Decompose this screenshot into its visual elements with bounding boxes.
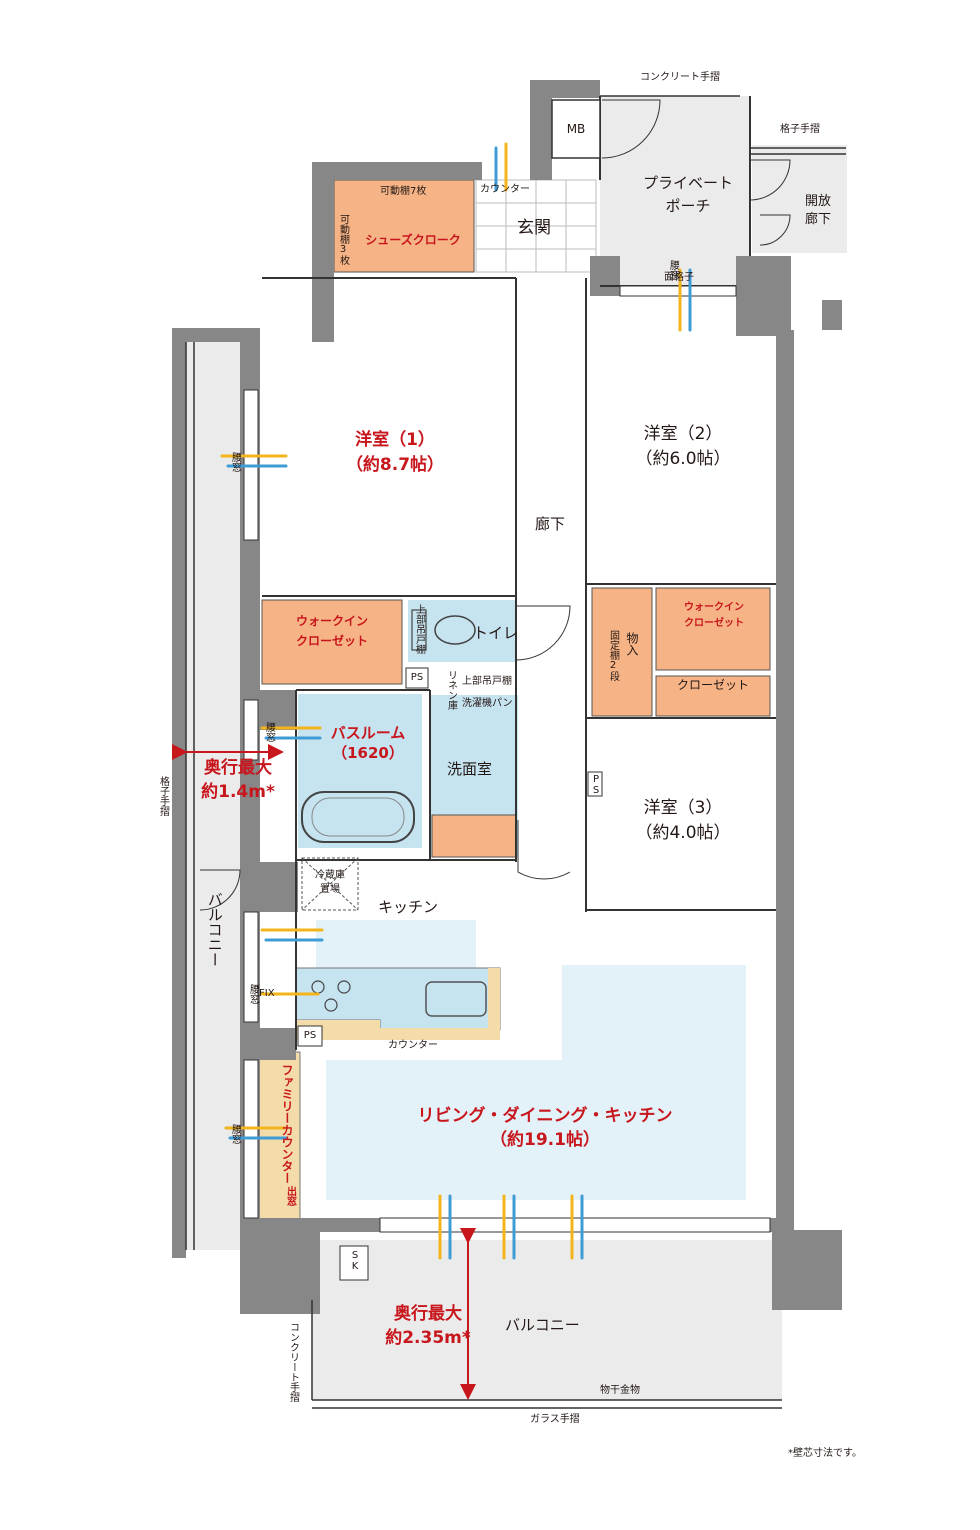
depth-south-line1: 奥行最大 xyxy=(394,1304,462,1324)
mb-box xyxy=(551,99,601,159)
porch-line1: プライベート xyxy=(642,174,733,192)
room-western1-size: （約8.7帖） xyxy=(345,455,445,475)
toilet-tank xyxy=(411,609,427,651)
room-western2-name: 洋室（2） xyxy=(643,424,723,444)
counter-kitchen: カウンター xyxy=(388,1040,438,1051)
closet-label: クローゼット xyxy=(676,678,749,692)
lattice-rail-top: 格子手摺 xyxy=(780,124,820,135)
depth-side-line2: 約1.4m* xyxy=(201,782,275,802)
private-porch-area xyxy=(600,96,750,286)
sk-box xyxy=(339,1245,369,1281)
washer-pan: 洗濯機パン xyxy=(462,698,513,709)
bathroom-floor xyxy=(298,694,422,848)
lattice-rail-left: 格子手摺 xyxy=(157,776,169,816)
wic2 xyxy=(655,587,771,671)
bathtub-inner xyxy=(311,797,405,837)
waist-window-left1: 腰窓 xyxy=(229,452,241,472)
fridge-space xyxy=(301,857,359,911)
wic1-line1: ウォークイン xyxy=(295,614,368,628)
interior-walls xyxy=(262,96,776,1050)
ldk-floor xyxy=(326,1060,746,1200)
linen: リネン庫 xyxy=(445,670,457,710)
wic2-line1: ウォークイン xyxy=(684,602,744,613)
room-toilet: トイレ xyxy=(473,624,519,642)
ps-label-1: PS xyxy=(410,672,424,683)
upper-cabinet-toilet: 上部吊戸棚 xyxy=(413,604,425,654)
ps-label-3: PS xyxy=(590,774,602,796)
balcony-side-area xyxy=(186,340,244,1250)
wic2-line2: クローゼット xyxy=(684,618,744,629)
ps-boxes xyxy=(297,667,603,1047)
room-western1-name: 洋室（1） xyxy=(355,430,435,450)
open-corridor-line2: 廊下 xyxy=(804,212,831,227)
counter-entrance: カウンター xyxy=(480,184,530,195)
wic1 xyxy=(261,599,403,685)
ldk-floor-upper xyxy=(562,965,746,1065)
bay-window-label: 出窓 xyxy=(284,1186,296,1206)
door-swings xyxy=(199,99,791,911)
wic1-line2: クローゼット xyxy=(295,634,368,648)
waist-window-bath: 腰窓 xyxy=(263,722,275,742)
upper-cabinet-wash: 上部吊戸棚 xyxy=(462,676,512,687)
railings xyxy=(185,95,846,1409)
fridge-line2: 置場 xyxy=(320,884,340,895)
airflow-icons xyxy=(220,142,692,1260)
room-bathroom-name: バスルーム xyxy=(330,724,406,742)
toilet-icon xyxy=(434,615,476,645)
counter-strip xyxy=(296,1020,500,1040)
room-western3-name: 洋室（3） xyxy=(643,798,723,818)
counter-side-strip xyxy=(488,968,500,1040)
balcony-south-label: バルコニー xyxy=(505,1316,580,1334)
glass-rail: ガラス手摺 xyxy=(530,1414,580,1425)
shoe-cloak-label: シューズクローク xyxy=(365,233,461,247)
fridge-line1: 冷蔵庫 xyxy=(315,870,345,881)
balcony-side-label: バルコニー xyxy=(205,892,224,967)
room-bathroom-size: （1620） xyxy=(332,744,404,762)
depth-side-line1: 奥行最大 xyxy=(204,758,272,778)
room-ldk-size: （約19.1帖） xyxy=(490,1130,600,1150)
waist-window-kitchen: 腰窓 xyxy=(247,984,259,1004)
mb-label: MB xyxy=(566,122,586,136)
room-hallway: 廊下 xyxy=(535,515,566,533)
open-corridor-area xyxy=(752,145,847,253)
sk-label: SK xyxy=(349,1250,361,1272)
storage-box xyxy=(591,587,653,717)
lattice-top: 面格子 xyxy=(664,272,694,283)
waist-window-left3: 腰窓 xyxy=(229,1124,241,1144)
windows xyxy=(243,285,771,1233)
room-western2-size: （約6.0帖） xyxy=(635,449,731,469)
family-counter-label: ファミリーカウンター xyxy=(280,1064,294,1184)
porch-line2: ポーチ xyxy=(665,197,711,215)
concrete-rail-bottom: コンクリート手摺 xyxy=(287,1322,299,1402)
shelves3: 可動棚3枚 xyxy=(337,214,349,265)
drying-hardware: 物干金物 xyxy=(600,1385,640,1396)
washroom-cabinet xyxy=(431,814,517,858)
room-kitchen: キッチン xyxy=(378,898,439,916)
sink-icon xyxy=(425,981,487,1017)
concrete-rail-top: コンクリート手摺 xyxy=(640,72,720,83)
dimension-note: *壁芯寸法です。 xyxy=(788,1448,862,1459)
storage-label: 物入 xyxy=(625,632,639,656)
fixed-shelf: 固定棚2段 xyxy=(607,630,619,681)
ps-label-2: PS xyxy=(303,1030,317,1041)
kitchen-floor xyxy=(316,920,476,968)
room-ldk-name: リビング・ダイニング・キッチン xyxy=(417,1106,673,1126)
depth-south-line2: 約2.35m* xyxy=(385,1328,471,1348)
room-western3-size: （約4.0帖） xyxy=(635,823,731,843)
shelves7: 可動棚7枚 xyxy=(380,186,427,197)
closet-box xyxy=(655,675,771,717)
open-corridor-line1: 開放 xyxy=(804,194,831,209)
waist-window-top: 腰窓 xyxy=(667,260,679,280)
room-entrance: 玄関 xyxy=(517,218,551,238)
bathtub-icon xyxy=(301,791,415,843)
balcony-south-area xyxy=(312,1240,782,1400)
room-washroom: 洗面室 xyxy=(447,760,493,778)
fix-label: FIX xyxy=(259,988,275,999)
